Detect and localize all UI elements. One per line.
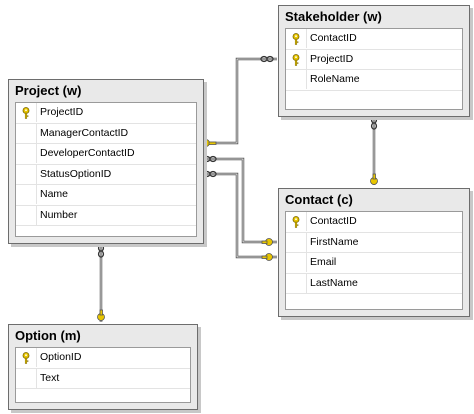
column-row[interactable]: Number	[16, 205, 196, 226]
column-row[interactable]: OptionID	[16, 348, 190, 369]
column-name: FirstName	[310, 235, 359, 248]
column-name: LastName	[310, 276, 358, 289]
table-option[interactable]: Option (m) OptionID Text	[8, 324, 198, 410]
table-title: Option (m)	[15, 328, 81, 343]
column-row[interactable]: StatusOptionID	[16, 164, 196, 185]
many-end-icon	[97, 55, 378, 258]
key-cell	[286, 70, 307, 89]
column-row[interactable]: RoleName	[286, 70, 462, 91]
table-title: Contact (c)	[285, 192, 353, 207]
column-list: OptionID Text	[15, 347, 191, 403]
column-row[interactable]: ManagerContactID	[16, 123, 196, 144]
column-row[interactable]: Email	[286, 253, 462, 274]
table-title: Project (w)	[15, 83, 82, 98]
relationship-project-stakeholder[interactable]	[203, 57, 277, 145]
column-name: Email	[310, 256, 337, 268]
key-cell	[16, 205, 37, 225]
primary-key-icon	[22, 352, 30, 364]
column-name: RoleName	[310, 73, 360, 85]
column-name: ContactID	[310, 215, 357, 227]
column-row[interactable]: DeveloperContactID	[16, 144, 196, 165]
column-name: StatusOptionID	[40, 167, 112, 180]
primary-key-icon	[292, 33, 300, 45]
column-row[interactable]: Name	[16, 185, 196, 206]
column-row[interactable]: ProjectID	[286, 49, 462, 70]
key-cell	[16, 164, 37, 184]
key-end-icon	[97, 139, 378, 321]
column-row[interactable]: ProjectID	[16, 103, 196, 124]
key-cell	[286, 49, 307, 69]
primary-key-icon	[292, 53, 300, 66]
column-name: ContactID	[310, 32, 357, 44]
relationship-project-contact-developer[interactable]	[203, 172, 277, 259]
table-stakeholder[interactable]: Stakeholder (w) ContactID ProjectID RoleNa…	[278, 5, 470, 117]
column-name: OptionID	[40, 351, 82, 363]
column-row[interactable]: LastName	[286, 273, 462, 294]
key-cell	[16, 348, 37, 367]
key-cell	[16, 185, 37, 204]
column-name: ProjectID	[310, 52, 354, 65]
key-cell	[286, 212, 307, 231]
column-list: ContactID ProjectID RoleName	[285, 28, 463, 110]
table-project[interactable]: Project (w) ProjectID ManagerContactID Dev…	[8, 79, 204, 244]
table-title: Stakeholder (w)	[285, 9, 382, 24]
column-row[interactable]: ContactID	[286, 212, 462, 233]
key-cell	[286, 273, 307, 293]
key-cell	[286, 232, 307, 252]
column-row[interactable]: ContactID	[286, 29, 462, 50]
key-cell	[16, 103, 37, 122]
column-name: Number	[40, 208, 78, 221]
column-name: ManagerContactID	[40, 126, 129, 139]
column-list: ProjectID ManagerContactID DeveloperContac…	[15, 102, 197, 237]
column-name: ProjectID	[40, 106, 84, 118]
column-name: Name	[40, 188, 69, 200]
key-cell	[16, 144, 37, 163]
column-row[interactable]: Text	[16, 368, 190, 389]
key-cell	[16, 123, 37, 143]
key-cell	[286, 29, 307, 48]
column-row[interactable]: FirstName	[286, 232, 462, 253]
column-name: DeveloperContactID	[40, 147, 135, 159]
key-cell	[16, 368, 37, 388]
column-name: Text	[40, 371, 60, 384]
primary-key-icon	[292, 216, 300, 228]
primary-key-icon	[22, 107, 30, 119]
key-cell	[286, 253, 307, 272]
